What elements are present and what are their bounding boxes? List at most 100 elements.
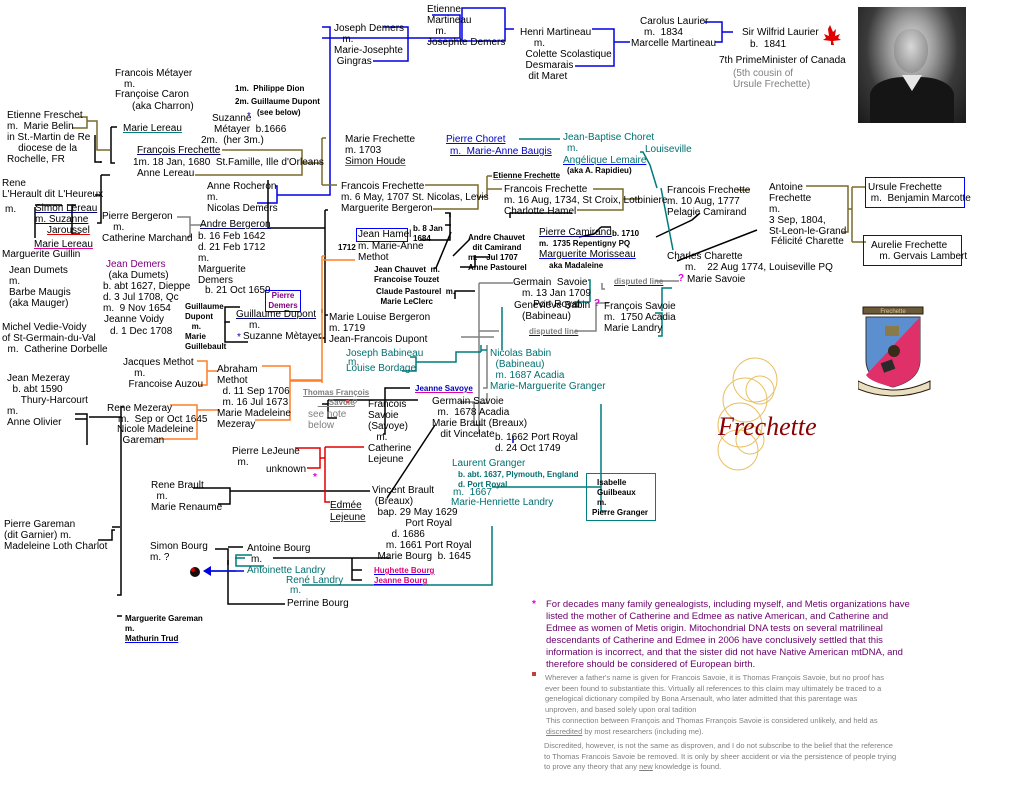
jean-hamel-box[interactable] bbox=[356, 228, 408, 242]
bourg-m: m. bbox=[251, 554, 263, 565]
note-marker-icon-2 bbox=[532, 672, 536, 676]
rene-brault: Rene Brault m. Marie Renaume bbox=[151, 480, 223, 513]
nicole-madeleine-gareman: Nicole Madeleine Gareman bbox=[117, 424, 194, 446]
rene-landry: René Landry bbox=[286, 575, 344, 586]
disputed-line-link-1[interactable]: disputed line bbox=[614, 277, 664, 286]
pierre-granger-box[interactable]: Isabelle Guilbeaux m. Pierre Granger bbox=[586, 473, 656, 521]
francois-metayer: Francois Métayer bbox=[115, 68, 193, 79]
charles-charette: Charles Charette bbox=[667, 251, 743, 262]
guillaume-dupont-link[interactable]: Guillaume Dupont bbox=[236, 309, 317, 320]
suzanne-marriages: 2m. (her 3m.) bbox=[201, 135, 264, 146]
jaroussel-link[interactable]: Jaroussel bbox=[47, 225, 90, 236]
prime-minister-label: 7th PrimeMinister of Canada bbox=[719, 55, 846, 66]
note-marker-icon bbox=[346, 400, 349, 403]
marie-henriette-landry: Marie-Henriette Landry bbox=[451, 497, 554, 508]
rene-lherault: Rene L'Herault dit L'Heureux bbox=[2, 178, 104, 200]
francois-frechette-1734: Francois Frechette m. 16 Aug, 1734, St C… bbox=[504, 184, 668, 217]
pierre-bergeron: Pierre Bergeron m. Catherine Marchand bbox=[102, 211, 193, 244]
marguerite-morisseau-link[interactable]: Marguerite Morisseau bbox=[539, 249, 636, 260]
jeanne-voidy-death: d. 1 Dec 1708 bbox=[110, 326, 173, 337]
angelique-aka: (aka A. Rapidieu) bbox=[567, 166, 632, 175]
thomas-francois-savoie-link[interactable]: Thomas François Savoie bbox=[303, 388, 370, 407]
suzanne-metayer-birth: Métayer b.1666 bbox=[214, 124, 287, 135]
michel-vedie-voidy: Michel Vedie-Voidy of St-Germain-du-Val … bbox=[2, 322, 108, 355]
disputed-line-link-2[interactable]: disputed line bbox=[529, 327, 579, 336]
granger-marriage: m. 1667 bbox=[453, 487, 492, 498]
camirand-marriage: m. 1735 Repentigny PQ bbox=[539, 239, 631, 248]
wilfrid-laurier-portrait bbox=[858, 7, 966, 123]
simon-marriage: m. Suzanne bbox=[35, 214, 89, 225]
caron-aka: (aka Charron) bbox=[132, 101, 194, 112]
etienne-martineau: Etienne Martineau m. Josephte Demers bbox=[427, 4, 506, 48]
pierre-choret-link[interactable]: Pierre Choret bbox=[446, 134, 506, 145]
wilfrid-birth: b. 1841 bbox=[750, 39, 787, 50]
herault-m: m. bbox=[5, 204, 17, 215]
pierre-demers: Pierre Demers bbox=[268, 291, 298, 310]
germain-savoie-1709: Germain Savoie bbox=[513, 277, 588, 288]
etienne-freschet: Etienne Freschet m. Marie Belin in St.-M… bbox=[7, 110, 91, 165]
choret-m: m. bbox=[567, 143, 579, 154]
simon-lereau-link[interactable]: Simon Lereau bbox=[35, 203, 98, 214]
see-note-below: see note below bbox=[308, 409, 347, 431]
pierre-camirand-birth: b. 1710 bbox=[612, 229, 640, 238]
jeanne-bourg-link[interactable]: Jeanne Bourg bbox=[374, 576, 428, 585]
footnote-star: * bbox=[532, 599, 536, 610]
aurelie-frechette-box[interactable]: Aurelie Frechette m. Gervais Lambert bbox=[863, 235, 967, 266]
edmee-lejeune-surname[interactable]: Lejeune bbox=[330, 512, 366, 523]
marie-brault-dates: b. 1662 Port Royal d. 24 Oct 1749 bbox=[495, 432, 578, 454]
unknown-mother: unknown bbox=[266, 464, 307, 475]
suzanne-metayer-2: Suzanne Mètayer bbox=[243, 331, 322, 342]
pierre-gareman: Pierre Gareman (dit Garnier) m. Madelein… bbox=[4, 519, 108, 552]
jeanne-savoye-link[interactable]: Jeanne Savoye bbox=[415, 384, 473, 393]
angelique-lemaire-link[interactable]: Angélique Lemaire bbox=[563, 155, 647, 166]
pierre-camirand-link[interactable]: Pierre Camirand bbox=[539, 227, 612, 238]
hamel-1712: 1712 bbox=[338, 243, 356, 252]
question-mark-2: ? bbox=[594, 298, 601, 309]
morisseau-aka: aka Madaleine bbox=[549, 261, 604, 270]
pierre-demers-box[interactable]: Pierre Demers bbox=[265, 290, 301, 312]
marguerite-guillin: Marguerite Guillin bbox=[2, 249, 81, 260]
jean-mezeray: Jean Mezeray b. abt 1590 Thury-Harcourt … bbox=[7, 373, 88, 428]
simon-houde-link[interactable]: Simon Houde bbox=[345, 156, 406, 167]
louiseville: Louiseville bbox=[645, 144, 692, 155]
francoise-caron: Françoise Caron bbox=[115, 89, 189, 100]
mathurin-trud-link[interactable]: Mathurin Trud bbox=[125, 634, 179, 643]
francois-savoie-savoye: Francois Savoie (Savoye) m. Catherine Le… bbox=[368, 399, 412, 465]
marguerite-demers-birth: b. 21 Oct 1659 bbox=[205, 285, 271, 296]
hughette-bourg-link[interactable]: Hughette Bourg bbox=[374, 566, 435, 575]
marie-lereau-2-link[interactable]: Marie Lereau bbox=[34, 239, 93, 250]
metayer-m: m. bbox=[124, 79, 136, 90]
marcelle-martineau: Marcelle Martineau bbox=[631, 38, 717, 49]
marie-lereau-link[interactable]: Marie Lereau bbox=[123, 123, 182, 134]
francois-frechette-1777: Francois Frechette m. 10 Aug, 1777 Pelag… bbox=[667, 185, 751, 218]
jean-demers-link[interactable]: Jean Demers bbox=[106, 259, 166, 270]
new-knowledge-link[interactable]: new bbox=[639, 762, 653, 771]
marie-frechette: Marie Frechette m. 1703 bbox=[345, 134, 416, 156]
francois-savoie-marriage: m. 1750 Acadia Marie Landry bbox=[604, 312, 676, 334]
question-mark-3: ? bbox=[352, 398, 358, 409]
laurent-granger-info: b. abt. 1637, Plymouth, England d. Port … bbox=[458, 470, 579, 489]
logo-text: Frechette bbox=[717, 412, 817, 441]
jeanne-voidy: Jeanne Voidy bbox=[104, 314, 165, 325]
disproven-footnote: Discredited, however, is not the same as… bbox=[544, 741, 899, 773]
charette-marriage: m. 22 Aug 1774, Louiseville PQ bbox=[685, 262, 833, 273]
germain-savoie-1678: Germain Savoie m. 1678 Acadia Marie Brau… bbox=[432, 396, 528, 440]
rene-mezeray-marriage: m. Sep or Oct 1645 bbox=[118, 414, 208, 425]
ursule-frechette-box[interactable]: Ursule Frechette m. Benjamin Marcotte bbox=[865, 177, 971, 208]
babineau-m: m. bbox=[348, 357, 360, 368]
etienne-frechette-link[interactable]: Etienne Frechette bbox=[493, 171, 561, 180]
edmee-lejeune-link[interactable]: Edmée bbox=[330, 500, 362, 511]
frechette-logo: Frechette bbox=[717, 357, 817, 471]
antoine-frechette: Antoine Frechette m. 3 Sep, 1804, St-Leo… bbox=[769, 182, 847, 237]
anne-rocheron: Anne Rocheron m. Nicolas Demers bbox=[207, 181, 278, 214]
maple-leaf-icon bbox=[823, 25, 841, 45]
genevieve-babineau: (Babineau) bbox=[522, 311, 571, 322]
andre-bergeron-link[interactable]: Andre Bergeron bbox=[200, 219, 271, 230]
perrine-bourg: Perrine Bourg bbox=[287, 598, 349, 609]
anne-lereau: Anne Lereau bbox=[137, 168, 195, 179]
disproven-text-a: Discredited, however, is not the same as… bbox=[544, 741, 897, 771]
discredited-link[interactable]: discredited bbox=[546, 726, 583, 736]
marie-anne-baugis-link[interactable]: m. Marie-Anne Baugis bbox=[450, 146, 552, 157]
francois-frechette-link[interactable]: François Frechette bbox=[137, 145, 221, 156]
